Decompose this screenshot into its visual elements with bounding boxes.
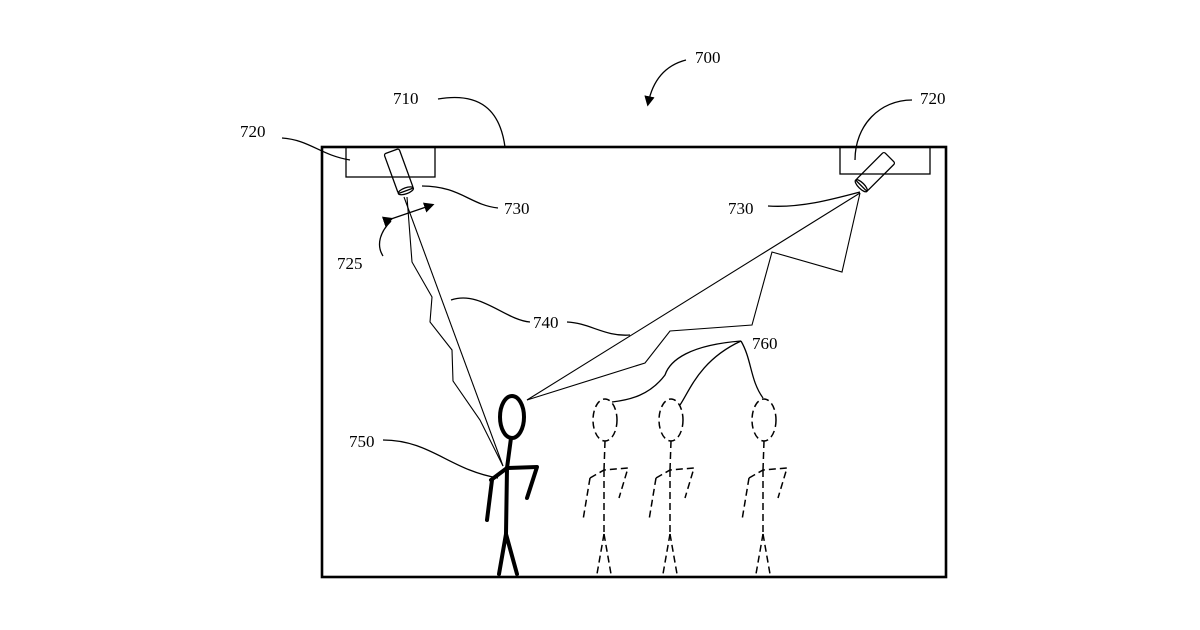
label-other-persons: 760 bbox=[752, 334, 778, 353]
bystander-2 bbox=[649, 399, 694, 574]
label-target-person: 750 bbox=[349, 432, 375, 451]
bystander-1 bbox=[583, 399, 628, 574]
mount-right bbox=[840, 147, 930, 174]
leader-720-right bbox=[855, 100, 912, 160]
label-camera-right: 730 bbox=[728, 199, 754, 218]
target-person bbox=[487, 396, 537, 574]
beams bbox=[404, 193, 860, 466]
leader-720-left bbox=[282, 138, 350, 160]
leader-730-right bbox=[768, 192, 860, 206]
bystander-3 bbox=[742, 399, 787, 574]
label-camera-left: 730 bbox=[504, 199, 530, 218]
camera-left bbox=[384, 149, 414, 197]
label-system: 700 bbox=[695, 48, 721, 67]
label-mount-right: 720 bbox=[920, 89, 946, 108]
leader-760 bbox=[612, 341, 763, 405]
camera-right bbox=[853, 152, 895, 194]
leader-700 bbox=[648, 60, 686, 104]
label-room: 710 bbox=[393, 89, 419, 108]
room-outline bbox=[322, 147, 946, 577]
label-mount-left: 720 bbox=[240, 122, 266, 141]
leader-730-left bbox=[422, 186, 498, 208]
label-beams: 740 bbox=[533, 313, 559, 332]
leader-725 bbox=[380, 221, 391, 256]
leader-710 bbox=[438, 98, 505, 147]
label-pan-motion: 725 bbox=[337, 254, 363, 273]
leader-750 bbox=[383, 440, 498, 478]
